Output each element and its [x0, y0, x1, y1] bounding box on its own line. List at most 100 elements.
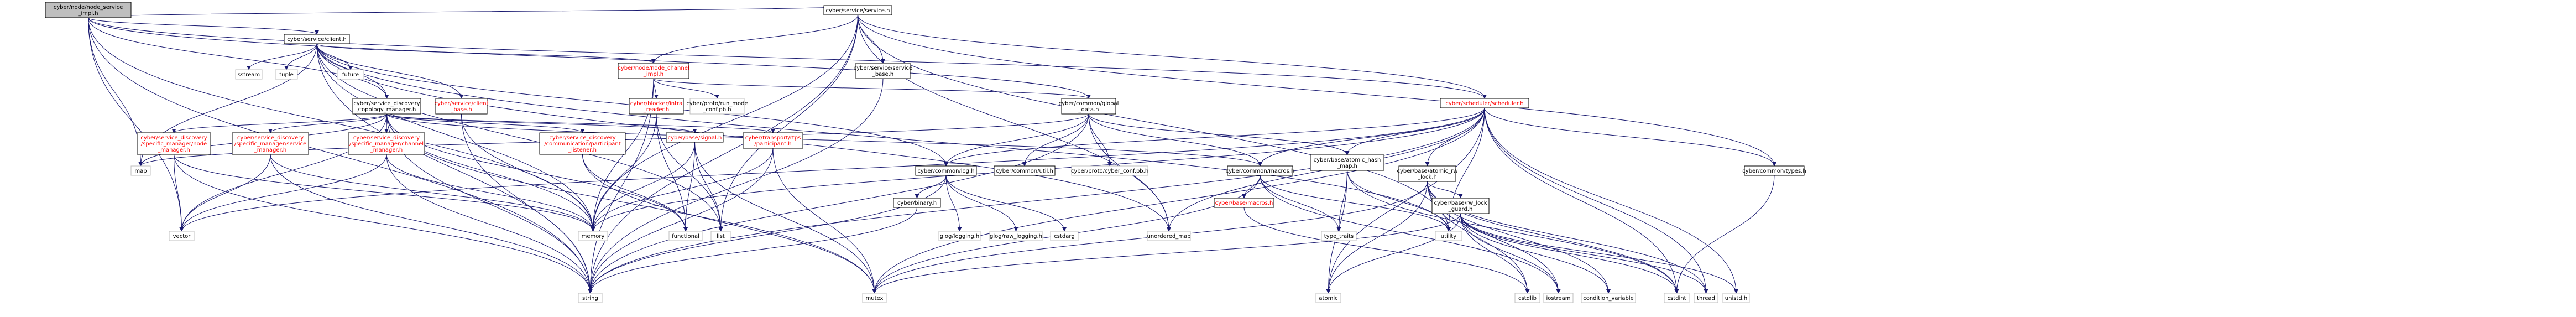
node-label: _manager.h	[254, 147, 287, 153]
edge-topology-manager-to-transport-participant	[386, 113, 775, 133]
node-topology-manager[interactable]: cyber/service_discovery/topology_manager…	[352, 98, 421, 115]
node-root[interactable]: cyber/node/node_service_impl.h	[45, 2, 132, 18]
node-label: cyber/common/global	[1059, 101, 1119, 107]
node-box	[1147, 231, 1191, 241]
edge-rw-lock-guard-to-mutex	[872, 213, 1461, 294]
node-box	[1440, 98, 1529, 108]
node-signal[interactable]: cyber/base/signal.h	[666, 132, 724, 143]
edge-atomic-rw-lock-to-rw-lock-guard	[1427, 181, 1463, 199]
node-util[interactable]: cyber/common/util.h	[994, 165, 1056, 176]
edge-atomic-hash-map-to-cstdint	[1347, 170, 1679, 294]
node-label: thread	[1697, 295, 1715, 302]
node-cyber-conf: cyber/proto/cyber_conf.pb.h	[1071, 165, 1148, 176]
node-macros[interactable]: cyber/common/macros.h	[1226, 165, 1294, 176]
node-functional: functional	[668, 231, 703, 241]
edge-channel-manager-to-string	[386, 154, 593, 294]
node-service[interactable]: cyber/service/service.h	[823, 5, 892, 15]
edge-scheduler-to-string	[588, 107, 1485, 294]
edge-scheduler-to-types	[1484, 107, 1776, 167]
node-box	[1664, 293, 1690, 303]
dependency-edges	[88, 5, 1776, 294]
node-transport-participant[interactable]: cyber/transport/rtps/participant.h	[743, 132, 803, 149]
edge-signal-to-memory	[591, 142, 695, 232]
edge-rw-lock-guard-to-iostream	[1460, 213, 1561, 294]
node-box	[232, 132, 309, 155]
edge-service-to-scheduler	[858, 14, 1487, 99]
node-label: _impl.h	[643, 71, 663, 77]
edge-macros-to-utility	[1260, 175, 1451, 232]
node-label: functional	[672, 233, 699, 240]
edge-service-manager-to-string	[270, 154, 593, 294]
node-string: string	[578, 293, 603, 303]
node-box	[578, 231, 608, 241]
node-sstream: sstream	[235, 69, 263, 80]
node-node-channel-impl[interactable]: cyber/node/node_channel_impl.h	[618, 63, 689, 79]
node-binary[interactable]: cyber/binary.h	[893, 198, 941, 208]
node-future: future	[337, 69, 364, 80]
edge-service-to-types	[858, 14, 1776, 167]
edge-channel-manager-to-memory	[386, 154, 595, 232]
node-label: _map.h	[1336, 163, 1357, 169]
edge-client-to-memory	[316, 43, 595, 232]
node-box	[666, 132, 724, 143]
edge-topology-manager-to-participant-listener	[386, 113, 585, 133]
node-rw-lock-guard[interactable]: cyber/base/rw_lock_guard.h	[1431, 198, 1490, 214]
node-label: cyber/common/util.h	[996, 168, 1053, 174]
edge-topology-manager-to-signal	[386, 113, 697, 133]
node-label: cyber/common/types.h	[1742, 168, 1806, 174]
node-label: cstdint	[1667, 295, 1686, 302]
edge-participant-listener-to-functional	[582, 154, 688, 232]
node-types[interactable]: cyber/common/types.h	[1742, 165, 1806, 176]
node-box	[989, 231, 1043, 241]
node-label: /specific_manager/channel	[349, 141, 424, 147]
node-glog-raw-logging: glog/raw_logging.h	[989, 231, 1043, 241]
node-client-base[interactable]: cyber/service/client_base.h	[434, 98, 489, 115]
node-box	[352, 98, 421, 115]
node-service-base[interactable]: cyber/service/service_base.h	[854, 63, 912, 79]
edge-client-to-sstream	[247, 43, 317, 70]
node-label: future	[342, 72, 359, 78]
edge-rw-lock-guard-to-unistd	[1460, 213, 1738, 294]
node-node-manager[interactable]: cyber/service_discovery/specific_manager…	[137, 132, 211, 155]
node-run-mode-conf: cyber/proto/run_mode_conf.pb.h	[686, 98, 748, 115]
node-intra-reader[interactable]: cyber/blocker/intra_reader.h	[629, 98, 684, 115]
edge-log-to-binary	[915, 175, 947, 199]
node-label: cstdarg	[1054, 233, 1074, 240]
node-atomic-hash-map[interactable]: cyber/base/atomic_hash_map.h	[1310, 154, 1384, 171]
node-log[interactable]: cyber/common/log.h	[915, 165, 977, 176]
edge-scheduler-to-thread	[1484, 107, 1708, 294]
edge-client-to-string	[316, 43, 593, 294]
node-label: cyber/transport/rtps	[745, 135, 801, 141]
node-label: _guard.h	[1448, 206, 1473, 212]
node-label: _data.h	[1078, 107, 1099, 113]
node-service-manager[interactable]: cyber/service_discovery/specific_manager…	[232, 132, 309, 155]
node-base-macros[interactable]: cyber/base/macros.h	[1214, 198, 1274, 208]
node-label: type_traits	[1324, 233, 1354, 240]
node-box	[1722, 293, 1750, 303]
edge-node-manager-to-memory	[174, 154, 595, 232]
edge-atomic-hash-map-to-type-traits	[1336, 170, 1347, 232]
node-box	[1694, 293, 1718, 303]
node-box	[130, 165, 151, 176]
node-box	[348, 132, 425, 155]
edge-service-manager-to-memory	[270, 154, 595, 232]
node-channel-manager[interactable]: cyber/service_discovery/specific_manager…	[348, 132, 425, 155]
node-box	[435, 98, 488, 115]
node-atomic-rw-lock[interactable]: cyber/base/atomic_rw_lock.h	[1397, 165, 1458, 182]
node-client[interactable]: cyber/service/client.h	[284, 34, 350, 44]
node-unordered-map: unordered_map	[1147, 231, 1191, 241]
edge-root-to-vector	[88, 17, 184, 232]
edge-base-macros-to-cstdlib	[1243, 207, 1530, 294]
node-label: _manager.h	[157, 147, 190, 153]
node-cstdarg: cstdarg	[1050, 231, 1079, 241]
node-map: map	[130, 165, 151, 176]
edge-scheduler-to-log	[944, 107, 1485, 167]
node-label: cyber/service_discovery	[549, 135, 615, 141]
node-participant-listener[interactable]: cyber/service_discovery/communication/pa…	[539, 132, 626, 155]
edge-scheduler-to-vector	[179, 107, 1485, 232]
node-scheduler[interactable]: cyber/scheduler/scheduler.h	[1440, 98, 1529, 108]
node-global-data[interactable]: cyber/common/global_data.h	[1059, 98, 1119, 115]
edge-service-to-string	[588, 14, 858, 294]
edge-service-manager-to-vector	[179, 154, 271, 232]
